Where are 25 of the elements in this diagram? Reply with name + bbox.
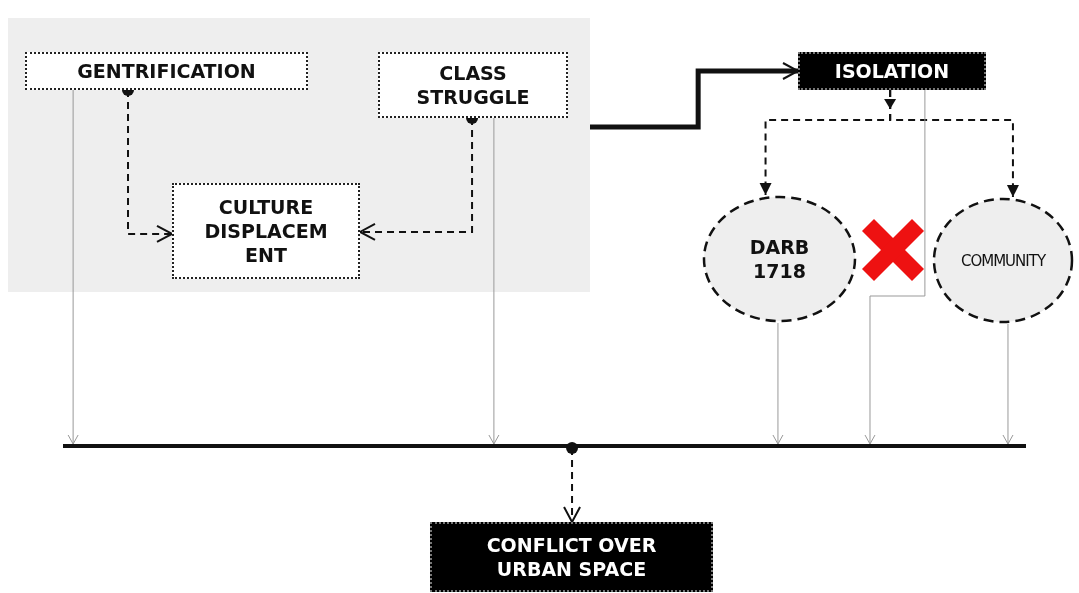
concept-box	[172, 183, 360, 279]
arrow	[884, 89, 897, 121]
node-label: CULTURE DISPLACEM ENT	[203, 195, 329, 267]
ellipse-node	[702, 195, 857, 323]
node-label: CONFLICT OVER URBAN SPACE	[485, 533, 658, 581]
arrow	[864, 89, 926, 445]
concept-box	[25, 52, 308, 90]
node-label: DARB 1718	[748, 235, 811, 283]
node-label: GENTRIFICATION	[77, 59, 256, 83]
node-label: COMMUNITY	[960, 250, 1046, 272]
node-label: CLASS STRUGGLE	[415, 61, 531, 109]
cross-mark	[860, 217, 926, 283]
ellipse-node	[932, 197, 1074, 324]
arrow	[1002, 323, 1014, 445]
baseline-bar	[63, 444, 1026, 448]
arrow	[563, 442, 582, 523]
concept-box	[378, 52, 568, 118]
node-label: ISOLATION	[834, 59, 950, 83]
arrow	[590, 62, 799, 130]
group-panel	[8, 18, 590, 292]
highlight-box	[798, 52, 986, 90]
arrow	[772, 322, 784, 445]
arrow	[67, 89, 79, 445]
highlight-box	[430, 522, 713, 592]
arrow	[488, 117, 500, 445]
